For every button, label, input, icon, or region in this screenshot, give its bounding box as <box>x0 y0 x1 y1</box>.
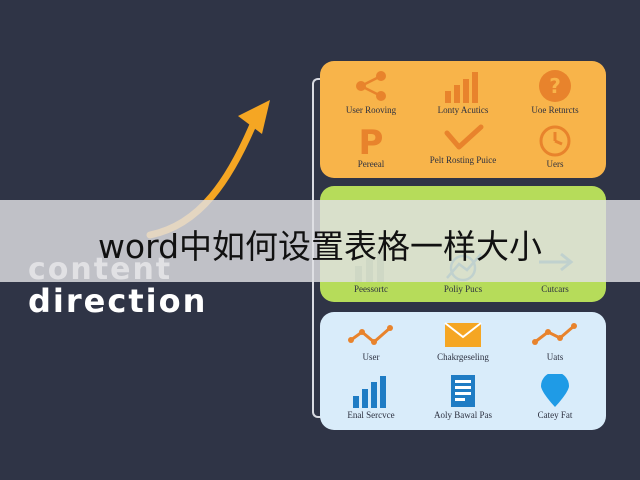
title-overlay-band <box>0 200 640 282</box>
svg-text:P: P <box>359 123 384 157</box>
orange-item-label: Lonty Acutics <box>437 105 489 115</box>
blue-item-label: Enal Sercvce <box>347 410 395 420</box>
green-item-label: Peessortc <box>354 284 388 294</box>
orange-item: Lonty Acutics <box>420 69 506 125</box>
line-graph-icon <box>532 323 577 345</box>
blue-item-label: Chakrgeseling <box>437 352 489 362</box>
blue-item-label: Aoly Bawal Pas <box>434 410 492 420</box>
blue-item-label: Uats <box>546 352 564 362</box>
orange-panel: User Rooving Lonty Acutics ? Uoe Retnrct… <box>320 61 606 178</box>
hero-line-direction: direction <box>28 282 208 320</box>
orange-item-label: Uers <box>546 159 564 169</box>
orange-item-label: User Rooving <box>345 105 397 115</box>
overlay-title: word中如何设置表格一样大小 <box>97 227 543 266</box>
clock-icon <box>539 125 571 157</box>
orange-item: Uers <box>512 123 598 179</box>
orange-item-label: Pelt Rosting Puice <box>429 155 497 165</box>
location-pin-icon <box>541 374 569 407</box>
orange-item: ? Uoe Retnrcts <box>512 69 598 125</box>
blue-item-label: User <box>362 352 380 362</box>
line-graph-icon <box>348 325 393 345</box>
green-item-label: Cutcars <box>541 284 569 294</box>
p-letter-icon: P <box>359 123 384 157</box>
document-icon <box>451 375 475 407</box>
bar-chart-icon <box>353 376 386 408</box>
orange-item: User Rooving <box>328 69 414 125</box>
envelope-icon <box>444 322 482 347</box>
blue-item: Enal Sercvce <box>328 374 414 430</box>
svg-text:?: ? <box>549 74 561 98</box>
blue-item: Catey Fat <box>512 374 598 430</box>
orange-item: P Pereeal <box>328 123 414 179</box>
blue-item: Aoly Bawal Pas <box>420 374 506 430</box>
arrow-head-icon <box>238 100 270 134</box>
share-icon <box>356 71 386 101</box>
green-item-label: Poliy Pucs <box>443 284 483 294</box>
check-icon <box>444 124 484 150</box>
blue-item-label: Catey Fat <box>537 410 573 420</box>
bar-chart-icon <box>445 72 478 103</box>
blue-item: Uats <box>512 320 598 376</box>
blue-panel: User Chakrgeseling Uats Enal Sercvce <box>320 312 606 430</box>
blue-item: User <box>328 320 414 376</box>
question-icon: ? <box>539 70 571 102</box>
orange-item: Pelt Rosting Puice <box>420 123 506 179</box>
orange-item-label: Uoe Retnrcts <box>531 105 579 115</box>
blue-item: Chakrgeseling <box>420 320 506 376</box>
orange-item-label: Pereeal <box>357 159 385 169</box>
